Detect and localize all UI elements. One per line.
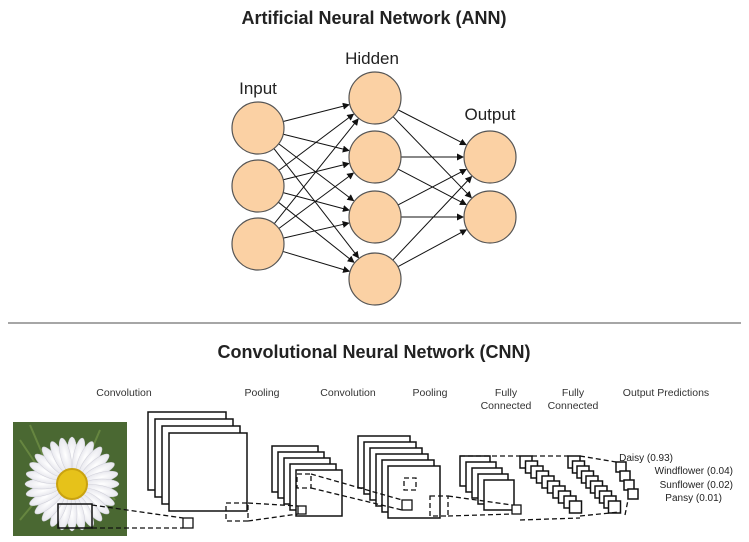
ann-edge-0-0-0 — [283, 102, 350, 123]
prediction-pansy: Pansy (0.01) — [665, 493, 722, 504]
connection-conv2-pool2-top — [447, 495, 513, 506]
stage-label-output-predictions: Output Predictions — [623, 387, 709, 399]
pool2-cell — [511, 504, 522, 515]
cnn-feature-maps — [91, 411, 639, 529]
stage-label-fc2-line2: Connected — [548, 400, 599, 412]
fan-fc2-out-bottom — [624, 499, 629, 516]
prediction-windflower: Windflower (0.04) — [655, 466, 733, 477]
ann-title: Artificial Neural Network (ANN) — [241, 8, 506, 28]
ann-nodes — [231, 71, 517, 306]
stage-label-fc1-line1: Fully — [495, 387, 518, 399]
daisy-center — [57, 469, 87, 499]
ann-edge-1-0-0 — [397, 109, 467, 146]
hidden-layer-label: Hidden — [345, 49, 399, 68]
fc2-map-10 — [607, 500, 622, 514]
stage-label-fc2-line1: Fully — [562, 387, 585, 399]
stage-label-pooling-2: Pooling — [412, 387, 447, 399]
ann-edge-0-1-3 — [278, 201, 355, 263]
pool1-conv-window — [296, 473, 312, 489]
ann-edge-0-1-0 — [278, 113, 355, 171]
ann-edge-0-2-3 — [282, 250, 351, 273]
conv2-pool-window — [429, 495, 449, 517]
input-node-2 — [231, 159, 285, 213]
hidden-node-3 — [348, 190, 402, 244]
prediction-sunflower: Sunflower (0.02) — [660, 480, 733, 491]
conv1-map-4 — [168, 432, 248, 512]
receptive-field-box — [57, 503, 93, 529]
ann-edge-1-2-0 — [397, 169, 467, 206]
ann-edge-1-3-0 — [392, 175, 473, 261]
conv2-kernel-box — [401, 499, 413, 511]
ann-edge-0-2-0 — [273, 118, 359, 225]
fan-pool2-fc1-bottom — [519, 517, 581, 521]
conv1-pool-window — [225, 502, 249, 522]
hidden-node-2 — [348, 130, 402, 184]
ann-connections — [273, 102, 473, 273]
out-map-4 — [627, 488, 639, 500]
input-node-1 — [231, 101, 285, 155]
ann-edge-0-2-1 — [278, 172, 355, 229]
input-layer-label: Input — [239, 79, 277, 98]
conv2-map-6 — [387, 465, 441, 519]
connection-img-conv1-top — [91, 504, 184, 519]
connection-conv1-pool1-top — [247, 502, 299, 507]
daisy-input-image — [13, 422, 127, 536]
ann-edge-1-3-1 — [397, 229, 468, 268]
fan-fc2-out-top — [579, 455, 617, 463]
connection-conv1-pool1-bottom — [247, 513, 299, 522]
daisy-petals — [24, 436, 120, 532]
output-layer-label: Output — [464, 105, 515, 124]
pool2-map-5 — [483, 479, 515, 511]
fc1-map-10 — [568, 500, 583, 514]
hidden-node-1 — [348, 71, 402, 125]
stage-label-convolution-1: Convolution — [96, 387, 152, 399]
stage-label-fc1-line2: Connected — [481, 400, 532, 412]
ann-edge-0-0-3 — [273, 148, 360, 259]
fan-fc1-fc2-bottom — [579, 511, 621, 517]
conv1-kernel-box — [182, 517, 194, 529]
output-node-2 — [463, 190, 517, 244]
hidden-node-4 — [348, 252, 402, 306]
prediction-daisy: Daisy (0.93) — [619, 453, 673, 464]
input-node-3 — [231, 217, 285, 271]
output-node-1 — [463, 130, 517, 184]
cnn-title: Convolutional Neural Network (CNN) — [217, 342, 530, 362]
conv2-pool-window-2 — [403, 477, 417, 491]
ann-edge-0-2-2 — [283, 221, 350, 239]
pool1-cell — [297, 505, 307, 515]
stage-label-convolution-2: Convolution — [320, 387, 376, 399]
connection-conv2-pool2-bottom — [447, 513, 513, 517]
stage-label-pooling-1: Pooling — [244, 387, 279, 399]
